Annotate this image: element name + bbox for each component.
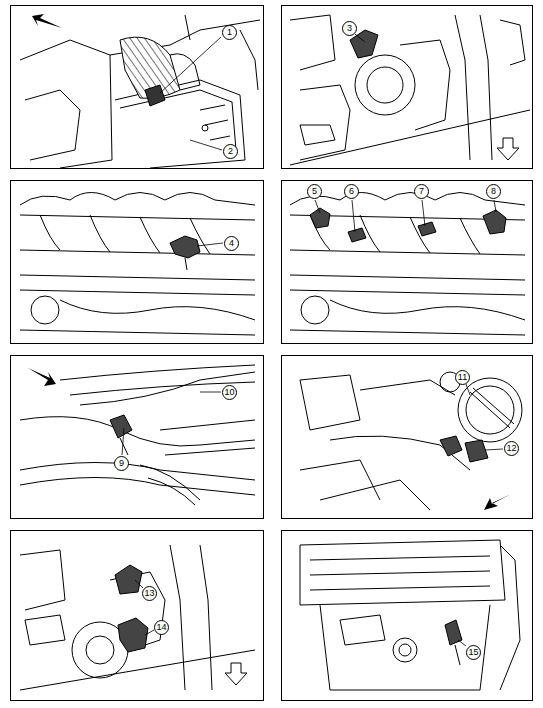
panel-frame (282, 181, 533, 344)
panel-frame (11, 356, 264, 519)
callout-number: 3 (342, 21, 357, 36)
panel-frame (282, 6, 533, 169)
panel-frame (11, 6, 264, 169)
throttle-body-sketch (300, 372, 522, 510)
callout-number: 8 (486, 184, 501, 199)
callout-number: 6 (344, 184, 359, 199)
callout-number: 12 (504, 441, 519, 456)
panel-frame (11, 531, 264, 701)
panel-frame (11, 181, 264, 344)
engine-front-sketch (300, 540, 520, 690)
engine-top-sketch (20, 545, 255, 690)
air-intake-sketch (20, 14, 260, 168)
panel-frame (282, 356, 533, 519)
callout-number: 15 (466, 645, 481, 660)
callout-number: 1 (222, 25, 237, 40)
callout-number: 7 (414, 184, 429, 199)
callout-number: 11 (455, 370, 470, 385)
callout-number: 10 (222, 385, 237, 400)
callout-number: 2 (223, 144, 238, 159)
callout-number: 14 (154, 620, 169, 635)
engine-top-sketch (290, 15, 530, 165)
exhaust-sketch (20, 365, 255, 505)
callout-number: 9 (114, 456, 129, 471)
leader-line (122, 34, 503, 646)
callout-number: 4 (224, 236, 239, 251)
panel-frame (282, 531, 533, 701)
intake-manifold-sketch (20, 193, 255, 336)
callout-number: 13 (142, 586, 157, 601)
callout-number: 5 (307, 184, 322, 199)
intake-manifold-sketch (290, 193, 525, 336)
